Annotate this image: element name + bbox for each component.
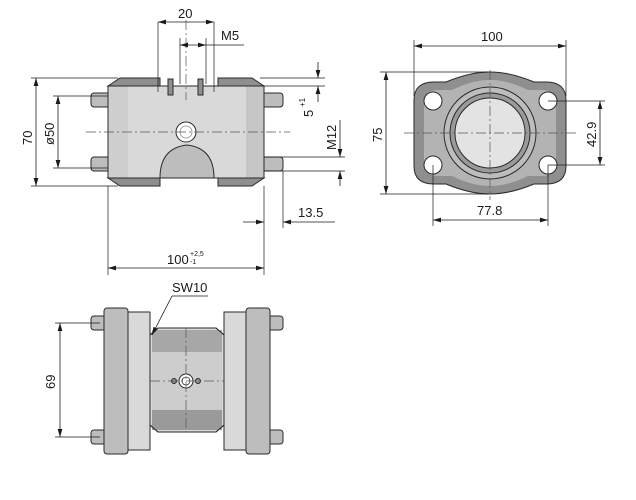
side-view: 100 75 42.9 77.8 [370, 29, 605, 226]
top-flange-right-inner [223, 311, 247, 451]
dim-side-width: 100 [481, 29, 503, 44]
top-flange-right [245, 307, 271, 455]
dim-hole-horizontal: 77.8 [477, 203, 502, 218]
groove-left [167, 78, 174, 96]
dim-hole-vertical: 42.9 [584, 122, 599, 147]
dim-stud: 13.5 [298, 205, 323, 220]
dim-thread-large: M12 [324, 125, 339, 150]
dim-length: 100 [167, 252, 189, 267]
dim-top-width: 20 [178, 6, 192, 21]
dim-bore: ø50 [42, 123, 57, 145]
dim-length-tol-upper: +2,5 [190, 251, 204, 258]
front-view: 20 M5 70 ø50 5 +1 M12 13.5 [20, 6, 345, 275]
hex-face-top [152, 330, 222, 352]
dim-offset: 5 [301, 110, 316, 117]
dim-side-height: 75 [370, 128, 385, 142]
body-bottom-opening [159, 144, 215, 179]
bolt-hole-top-left [423, 91, 443, 111]
dim-offset-tol: +1 [298, 97, 307, 107]
top-flange-left-inner [127, 311, 151, 451]
groove-right [197, 78, 204, 96]
dim-height: 70 [20, 131, 35, 145]
dim-thread-small: M5 [221, 28, 239, 43]
top-view: SW10 69 [43, 280, 284, 455]
hex-face-bottom [152, 410, 222, 430]
dim-wrench: SW10 [172, 280, 207, 295]
dim-length-tol-lower: -1 [190, 259, 196, 266]
hex-body-outline [149, 327, 225, 433]
dim-stud-spacing: 69 [43, 375, 58, 389]
flange-bottom [106, 177, 266, 187]
top-flange-left [103, 307, 129, 455]
